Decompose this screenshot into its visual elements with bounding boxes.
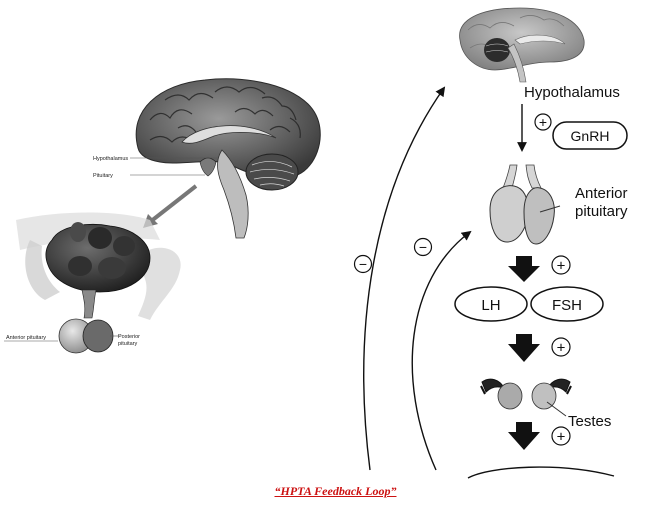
svg-text:+: +	[539, 114, 547, 130]
label-posterior-pituitary-left-2: pituitary	[118, 341, 138, 347]
thick-arrow-1	[508, 256, 540, 282]
top-brain-icon	[459, 7, 585, 83]
label-testes: Testes	[568, 413, 611, 430]
thick-arrow-3	[508, 422, 540, 450]
plus-sign-4	[551, 426, 571, 446]
label-anterior-pituitary-2: pituitary	[575, 203, 628, 220]
lh-oval	[454, 286, 528, 322]
svg-text:−: −	[419, 239, 427, 255]
svg-text:−: −	[359, 256, 367, 272]
svg-text:+: +	[557, 429, 566, 446]
svg-text:+: +	[557, 340, 566, 357]
gnrh-pill	[552, 121, 628, 150]
pituitary-enlargement: Anterior pituitary Posterior pituitary	[4, 212, 181, 354]
pointer-arrow	[148, 184, 198, 224]
minus-sign-2	[413, 237, 433, 257]
thick-arrow-2	[508, 334, 540, 362]
plus-sign-2	[551, 255, 571, 275]
label-anterior-pituitary-left: Anterior pituitary	[6, 335, 46, 341]
label-lh: LH	[481, 297, 500, 314]
label-fsh: FSH	[552, 297, 582, 314]
testes-icon	[480, 378, 572, 417]
figure-caption: “HPTA Feedback Loop”	[274, 484, 397, 498]
label-anterior-pituitary-1: Anterior	[575, 185, 628, 202]
feedback-arrow-to-pituitary	[411, 230, 472, 471]
pituitary-icon	[489, 164, 561, 245]
fsh-oval	[530, 286, 604, 322]
label-hypothalamus-left: Hypothalamus	[93, 156, 128, 162]
label-posterior-pituitary-left-1: Posterior	[118, 334, 140, 340]
svg-text:+: +	[557, 258, 566, 275]
brain-illustration: Hypothalamus Pituitary	[93, 78, 321, 239]
label-pituitary-left: Pituitary	[93, 173, 113, 179]
feedback-arrow-to-hypothalamus	[363, 86, 446, 471]
plus-sign-1	[534, 113, 552, 131]
plus-sign-3	[551, 337, 571, 357]
minus-sign-1	[353, 254, 373, 274]
label-gnrh: GnRH	[571, 128, 610, 144]
bottom-oval-edge	[467, 466, 615, 479]
label-hypothalamus: Hypothalamus	[524, 84, 620, 101]
